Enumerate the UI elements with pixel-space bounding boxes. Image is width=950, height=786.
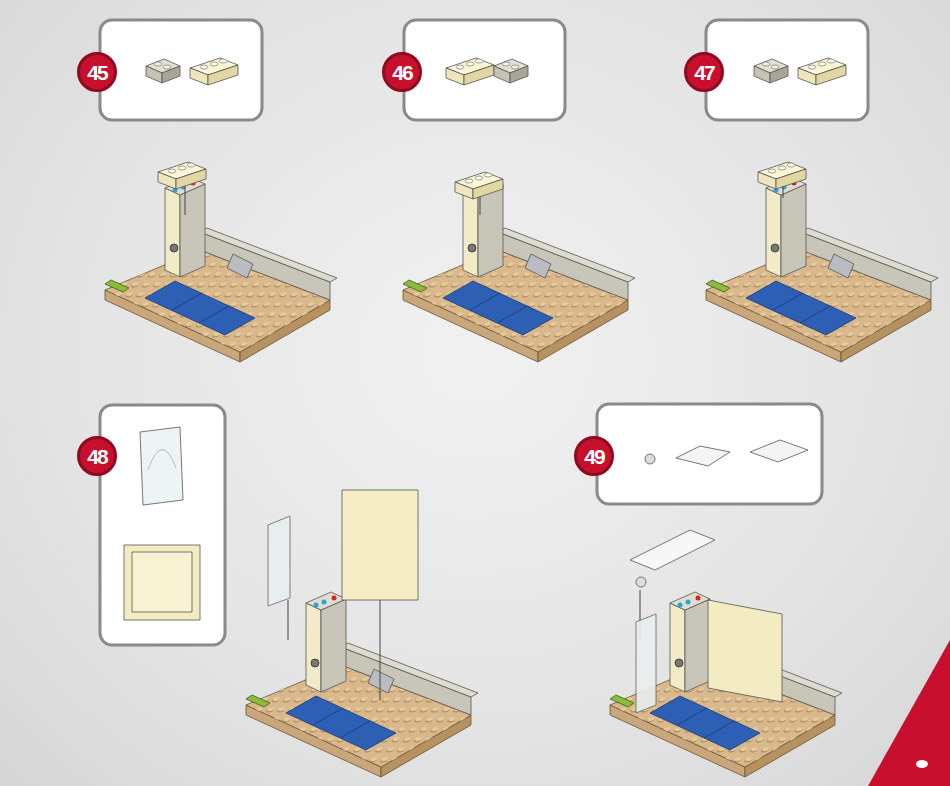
step-number: 46 — [382, 52, 422, 92]
step-number: 48 — [77, 436, 117, 476]
step-number: 49 — [574, 436, 614, 476]
step-number-text: 49 — [584, 446, 603, 467]
step-number-text: 47 — [694, 62, 713, 83]
step-number: 47 — [684, 52, 724, 92]
step-number-text: 48 — [87, 446, 106, 467]
step-number-text: 46 — [392, 62, 411, 83]
step-number-text: 45 — [87, 62, 106, 83]
step-number: 45 — [77, 52, 117, 92]
